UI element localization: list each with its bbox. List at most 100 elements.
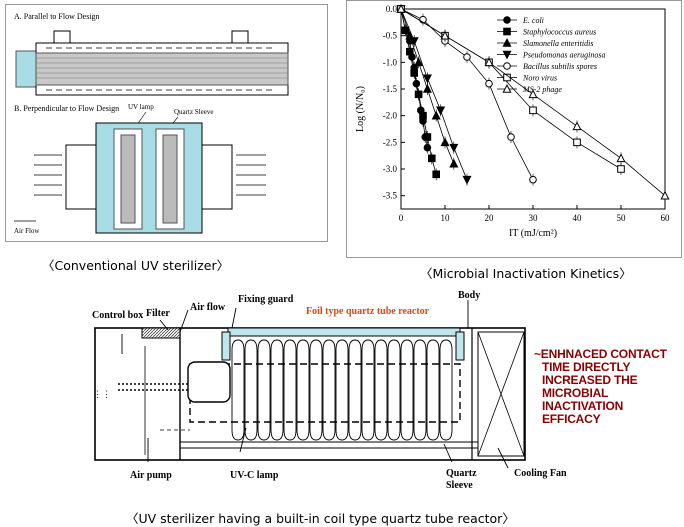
- coil-loop: [322, 339, 336, 441]
- data-point: [528, 89, 538, 99]
- conventional-sterilizer-diagram: A. Parallel to Flow Design B. Perpendicu…: [14, 12, 289, 235]
- coil-loop: [426, 339, 440, 441]
- data-point: [406, 47, 414, 56]
- y-tick-label: -2.0: [383, 111, 398, 121]
- note-line-1: ~ENHNACED CONTACT: [534, 347, 667, 361]
- x-tick-label: 30: [529, 213, 539, 223]
- x-tick-label: 50: [617, 213, 627, 223]
- air-pump-label: Air pump: [130, 470, 172, 481]
- data-point: [428, 154, 436, 163]
- data-point: [431, 110, 441, 120]
- kinetics-chart-caption: 〈Microbial Inactivation Kinetics〉: [420, 266, 632, 281]
- note-line-3: INCREASED THE MICROBIAL: [542, 373, 638, 400]
- perpendicular-design-label: B. Perpendicular to Flow Design: [14, 104, 119, 113]
- foil-reactor-label: Foil type quartz tube reactor: [306, 306, 430, 317]
- fixing-guard-post-right: [455, 331, 465, 361]
- coil-loop: [400, 339, 414, 441]
- coil-loop: [374, 339, 388, 441]
- parallel-flow-arrows: [46, 47, 276, 91]
- data-point: [485, 79, 493, 88]
- series-line: [400, 8, 468, 180]
- coil-loop: [348, 339, 362, 441]
- data-point: [617, 165, 625, 173]
- data-point: [414, 90, 423, 99]
- quartz-label: Quartz: [446, 468, 477, 479]
- perpendicular-housing: [95, 122, 203, 234]
- x-axis-label: IT (mJ/cm²): [509, 228, 557, 239]
- legend-label: MS-2 phage: [522, 85, 562, 94]
- data-point: [414, 57, 424, 67]
- coil-loop: [257, 339, 271, 441]
- uvc-lamp-label: UV-C lamp: [230, 470, 279, 481]
- coil-loop: [387, 339, 401, 441]
- legend-marker: [502, 84, 512, 93]
- data-point: [529, 106, 537, 115]
- inlet-block: [15, 50, 37, 88]
- data-point: [440, 30, 450, 40]
- data-point: [410, 69, 419, 77]
- data-point: [484, 57, 494, 67]
- data-point: [660, 190, 670, 200]
- filter-block: [141, 327, 181, 339]
- data-point: [440, 137, 450, 147]
- fixing-guard-post: [221, 331, 231, 361]
- y-tick-label: -3.0: [383, 164, 398, 174]
- coil-loop: [283, 339, 297, 441]
- data-point: [419, 111, 427, 120]
- data-point: [529, 175, 537, 184]
- coil-loop: [413, 339, 427, 441]
- coil-loop: [439, 339, 453, 441]
- perpendicular-flow-arrows: [14, 154, 266, 222]
- efficacy-note: ~ENHNACED CONTACT TIME DIRECTLY INCREASE…: [534, 348, 684, 426]
- body-label: Body: [458, 290, 480, 301]
- lamp-right: [162, 134, 178, 224]
- data-point: [462, 175, 472, 185]
- data-point: [463, 53, 471, 61]
- y-tick-label: -1.5: [383, 84, 398, 94]
- legend-label: Slamonella enteritidis: [523, 39, 593, 48]
- fixing-guard: [227, 327, 461, 337]
- data-point: [449, 158, 459, 168]
- legend-label: Bacillus subtilis spores: [523, 62, 597, 71]
- legend-marker: [503, 16, 511, 24]
- x-tick-label: 10: [441, 213, 451, 223]
- legend-marker: [503, 62, 511, 70]
- filter-label: Filter: [146, 308, 170, 319]
- conventional-sterilizer-panel: A. Parallel to Flow Design B. Perpendicu…: [5, 4, 328, 242]
- data-point: [422, 84, 432, 93]
- data-point: [436, 106, 446, 116]
- control-box-label: Control box: [92, 310, 143, 321]
- uv-lamp-label: UV lamp: [128, 103, 154, 111]
- data-point: [432, 170, 441, 179]
- y-tick-label: -0.5: [383, 31, 398, 41]
- legend-marker: [502, 50, 512, 60]
- y-tick-label: -3.5: [383, 191, 398, 201]
- y-axis-label: Log (N/N₀): [355, 86, 366, 132]
- parallel-lamp-lines: [36, 57, 288, 79]
- parallel-design-label: A. Parallel to Flow Design: [14, 12, 100, 21]
- sleeve-label: Sleeve: [446, 480, 473, 491]
- air-flow-label: Air flow: [190, 302, 226, 313]
- legend-marker: [503, 27, 511, 36]
- conventional-sterilizer-caption: 〈Conventional UV sterilizer〉: [42, 258, 230, 273]
- legend-label: Staphylococcus aureus: [523, 28, 596, 37]
- y-tick-label: 0.0: [386, 4, 398, 14]
- x-tick-label: 0: [399, 213, 404, 223]
- inlet-port: [53, 30, 71, 44]
- legend-marker: [502, 38, 512, 47]
- data-point: [409, 37, 419, 46]
- left-duct: [65, 144, 97, 210]
- coil-loop: [270, 339, 284, 441]
- quartz-coil: [231, 339, 453, 441]
- data-point: [507, 133, 515, 141]
- coil-reactor-diagram: ⋮⋮ Control box Filter Air flow Fixing gu…: [92, 290, 567, 491]
- lamp-left: [120, 134, 136, 224]
- data-point: [572, 121, 582, 131]
- legend-label: Pseudomonas aeruginosa: [522, 51, 605, 60]
- data-point: [396, 4, 406, 13]
- coil-loop: [309, 339, 323, 441]
- reactor-leader-lines: [121, 300, 509, 469]
- parallel-lamp-tube: [35, 52, 289, 86]
